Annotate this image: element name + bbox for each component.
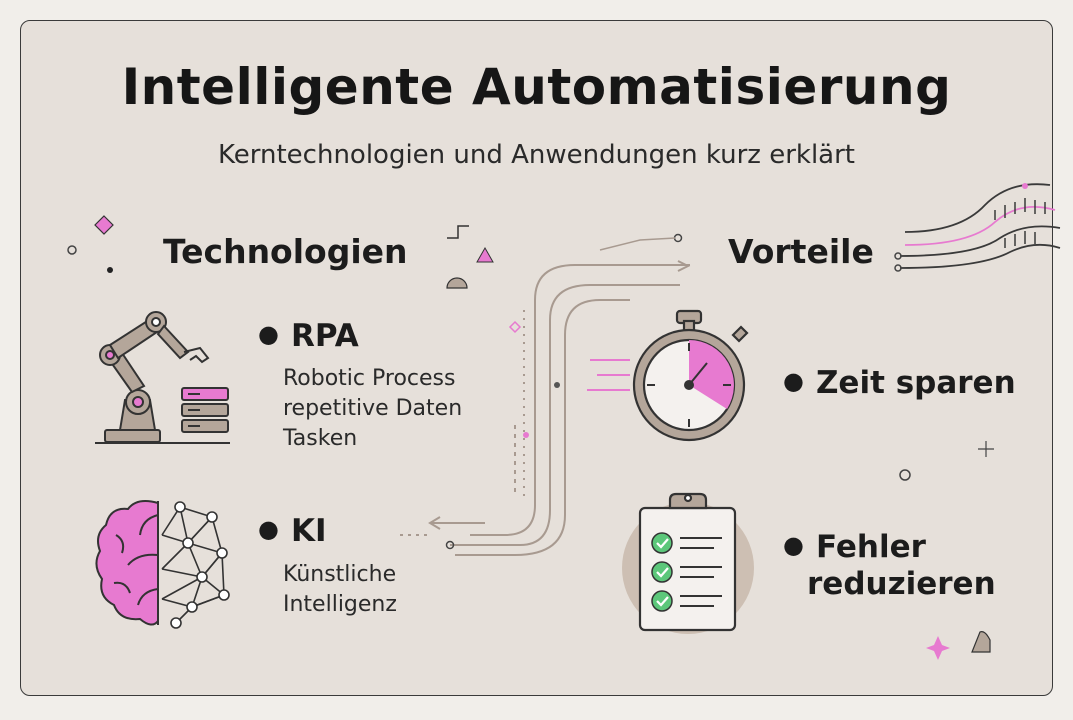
bullet-dot-icon: ● <box>258 515 279 543</box>
benefit-time: ●Zeit sparen <box>783 365 1016 401</box>
rpa-description-line: repetitive Daten <box>283 396 463 421</box>
benefits-heading: Vorteile <box>728 232 874 271</box>
ki-description-line: Intelligenz <box>283 592 397 617</box>
brain-network-icon <box>92 495 242 639</box>
ki-description-line: Künstliche <box>283 562 397 587</box>
technologies-heading: Technologien <box>163 232 408 271</box>
bullet-dot-icon: ● <box>783 367 804 395</box>
ki-description: Künstliche Intelligenz <box>283 560 397 620</box>
benefit-errors: ●Fehler reduzieren <box>783 529 996 602</box>
benefit-errors-line2: reduzieren <box>807 566 996 602</box>
rpa-description-line: Robotic Process <box>283 366 456 391</box>
page-title: Intelligente Automatisierung <box>121 58 952 116</box>
ki-label: ●KI <box>258 513 327 549</box>
bullet-dot-icon: ● <box>783 531 804 559</box>
rpa-label: ●RPA <box>258 318 359 354</box>
checklist-clipboard-icon <box>618 488 763 642</box>
stopwatch-icon <box>585 305 755 454</box>
rpa-description: Robotic Process repetitive Daten Tasken <box>283 364 462 454</box>
bullet-dot-icon: ● <box>258 320 279 348</box>
page-subtitle: Kerntechnologien und Anwendungen kurz er… <box>218 140 855 170</box>
robot-arm-icon <box>90 300 240 454</box>
rpa-description-line: Tasken <box>283 426 358 451</box>
